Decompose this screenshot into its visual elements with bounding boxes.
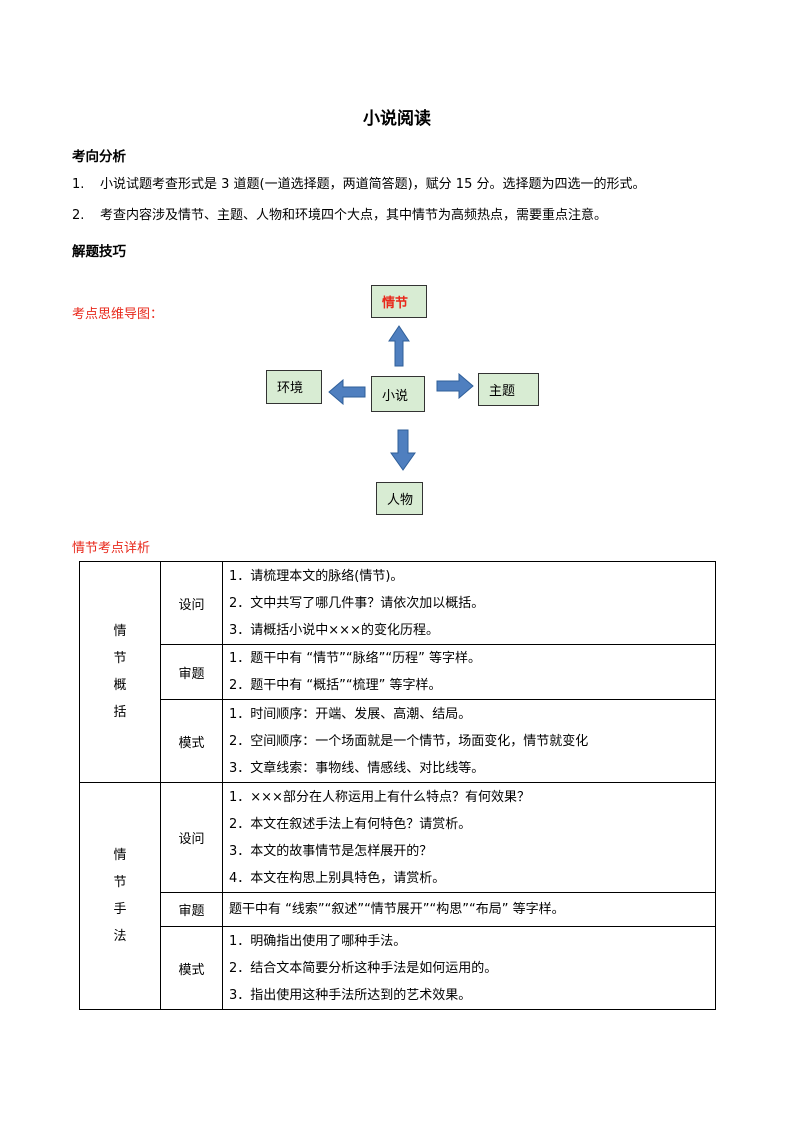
item-number: 1.	[72, 177, 85, 192]
mindmap-node-environment: 环境	[266, 370, 322, 404]
plot-analysis-table: 情 节 概 括 设问 1．请梳理本文的脉络(情节)。 2．文中共写了哪几件事？请…	[79, 561, 716, 1010]
row-type-cell: 模式	[160, 699, 223, 783]
table-row: 模式 1．时间顺序：开端、发展、高潮、结局。 2．空间顺序：一个场面就是一个情节…	[80, 699, 716, 783]
row-content-cell: 1．题干中有 “情节”“脉络”“历程” 等字样。 2．题干中有 “概括”“梳理”…	[222, 644, 716, 700]
table-row: 情 节 概 括 设问 1．请梳理本文的脉络(情节)。 2．文中共写了哪几件事？请…	[79, 561, 716, 783]
analysis-item-2: 2. 考查内容涉及情节、主题、人物和环境四个大点，其中情节为高频热点，需要重点注意…	[72, 207, 607, 225]
table-row: 情 节 手 法 设问 1．×××部分在人称运用上有什么特点？有何效果？ 2．本文…	[79, 782, 716, 1010]
section-heading-analysis: 考向分析	[72, 149, 126, 165]
arrow-left-icon	[328, 379, 366, 405]
row-type-cell: 模式	[160, 926, 223, 1010]
row-content-cell: 题干中有 “线索”“叙述”“情节展开”“构思”“布局” 等字样。	[222, 892, 716, 927]
row-type-cell: 审题	[160, 644, 223, 700]
arrow-up-icon	[388, 325, 410, 367]
arrow-down-icon	[390, 429, 416, 471]
row-content-cell: 1．时间顺序：开端、发展、高潮、结局。 2．空间顺序：一个场面就是一个情节，场面…	[222, 699, 716, 783]
mindmap-node-character: 人物	[376, 482, 423, 515]
row-type-cell: 设问	[160, 561, 223, 645]
row-content-cell: 1．明确指出使用了哪种手法。 2．结合文本简要分析这种手法是如何运用的。 3．指…	[222, 926, 716, 1010]
page-title: 小说阅读	[363, 109, 431, 129]
item-text: 考查内容涉及情节、主题、人物和环境四个大点，其中情节为高频热点，需要重点注意。	[100, 208, 608, 223]
table-label: 情节考点详析	[72, 541, 151, 556]
arrow-right-icon	[436, 373, 474, 399]
category-cell-plot-technique: 情 节 手 法	[79, 782, 161, 1010]
mindmap-node-theme: 主题	[478, 373, 539, 406]
category-cell-plot-summary: 情 节 概 括	[79, 561, 161, 783]
table-row: 审题 1．题干中有 “情节”“脉络”“历程” 等字样。 2．题干中有 “概括”“…	[80, 644, 716, 700]
item-text: 小说试题考查形式是 3 道题(一道选择题，两道简答题)，赋分 15 分。选择题为…	[100, 177, 646, 192]
row-content-cell: 1．×××部分在人称运用上有什么特点？有何效果？ 2．本文在叙述手法上有何特色？…	[222, 782, 716, 893]
mindmap-node-plot: 情节	[371, 285, 427, 318]
section-heading-techniques: 解题技巧	[72, 244, 126, 260]
row-type-cell: 审题	[160, 892, 223, 927]
table-row: 审题 题干中有 “线索”“叙述”“情节展开”“构思”“布局” 等字样。	[80, 892, 716, 927]
analysis-item-1: 1. 小说试题考查形式是 3 道题(一道选择题，两道简答题)，赋分 15 分。选择…	[72, 176, 646, 194]
table-row: 模式 1．明确指出使用了哪种手法。 2．结合文本简要分析这种手法是如何运用的。 …	[80, 926, 716, 1010]
row-content-cell: 1．请梳理本文的脉络(情节)。 2．文中共写了哪几件事？请依次加以概括。 3．请…	[222, 561, 716, 645]
item-number: 2.	[72, 208, 85, 223]
mindmap-label: 考点思维导图：	[72, 307, 164, 322]
row-type-cell: 设问	[160, 782, 223, 893]
mindmap-node-center: 小说	[371, 376, 425, 412]
